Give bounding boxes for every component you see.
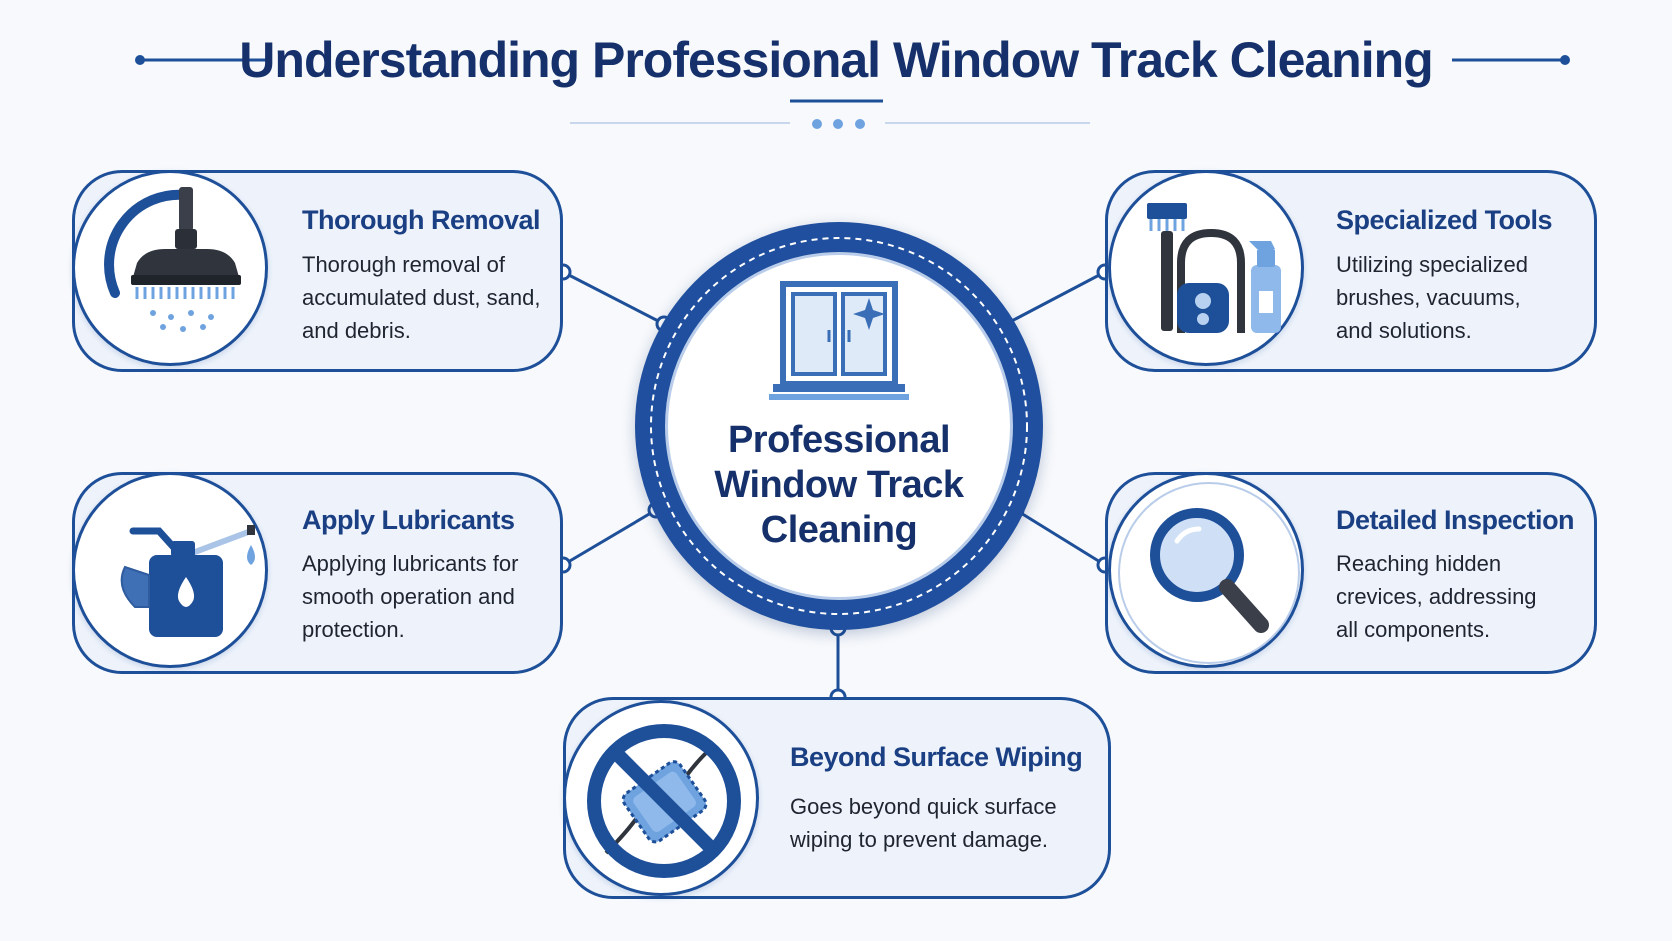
circle-thorough-removal <box>72 170 268 366</box>
title-dot-1 <box>812 119 822 129</box>
connector-thorough-removal <box>562 270 665 326</box>
circle-apply-lubricants <box>72 472 268 668</box>
center-ring-decoration <box>650 237 1028 615</box>
center-label: Professional Window Track Cleaning <box>714 419 964 551</box>
title-rule-right-dot <box>1560 55 1570 65</box>
title-dot-2 <box>833 119 843 129</box>
connector-apply-lubricants <box>562 508 657 567</box>
no-wipe-icon <box>587 724 741 878</box>
page-title: Understanding Professional Window Track … <box>239 32 1433 88</box>
circle-detailed-inspection <box>1108 472 1304 668</box>
card-title-beyond-surface: Beyond Surface Wiping <box>790 742 1083 772</box>
card-title-detailed-inspection: Detailed Inspection <box>1336 505 1575 535</box>
card-desc-detailed-inspection: Reaching hidden crevices, addressing all… <box>1336 551 1537 642</box>
card-desc-thorough-removal: Thorough removal of accumulated dust, sa… <box>302 252 541 343</box>
oil-can-icon <box>120 525 255 637</box>
card-desc-apply-lubricants: Applying lubricants for smooth operation… <box>302 551 519 642</box>
window-sparkle-icon <box>769 281 909 400</box>
circle-beyond-surface <box>563 700 759 896</box>
card-title-thorough-removal: Thorough Removal <box>302 205 541 235</box>
connector-detailed-inspection <box>1015 508 1106 567</box>
card-desc-beyond-surface: Goes beyond quick surface wiping to prev… <box>790 794 1057 852</box>
card-desc-specialized-tools: Utilizing specialized brushes, vacuums, … <box>1336 252 1528 343</box>
vacuum-brush-icon <box>104 187 241 332</box>
cleaning-tools-icon <box>1147 203 1281 333</box>
card-title-apply-lubricants: Apply Lubricants <box>302 505 515 535</box>
connector-specialized-tools <box>1005 270 1106 326</box>
circle-specialized-tools <box>1108 170 1304 366</box>
card-title-specialized-tools: Specialized Tools <box>1336 205 1553 235</box>
magnifier-icon <box>1118 482 1300 664</box>
title-dot-3 <box>855 119 865 129</box>
title-rule-left-dot <box>135 55 145 65</box>
